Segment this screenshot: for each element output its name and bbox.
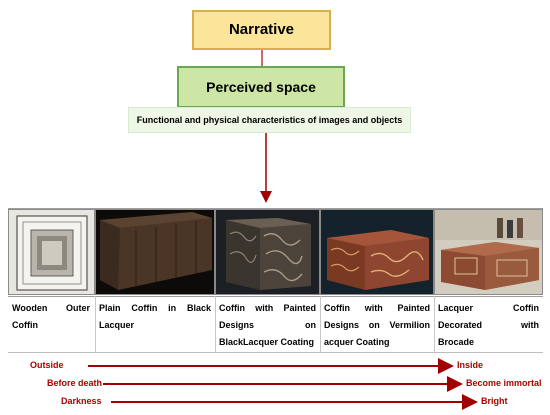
narrative-box: Narrative [192, 10, 331, 50]
axis-label-inside: Inside [457, 360, 484, 370]
functional-characteristics-box: Functional and physical characteristics … [128, 107, 411, 133]
table-top-border [8, 208, 543, 209]
coffin-label-vermilion: Coffin with Painted Designs on Vermilion… [324, 303, 430, 347]
axis-label-become-immortal: Become immortal [466, 378, 542, 388]
coffin-image-black-lacquer [215, 209, 320, 295]
column-divider [434, 296, 435, 352]
axis-label-darkness: Darkness [61, 396, 102, 406]
coffin-label-wooden-outer: Wooden Outer Coffin [12, 303, 90, 330]
coffin-label-black-lacquer: Coffin with Painted Designs on BlackLacq… [219, 303, 316, 347]
column-divider [215, 296, 216, 352]
coffin-image-plain-black [95, 209, 215, 295]
axis-label-before-death: Before death [47, 378, 103, 388]
table-mid-border [8, 296, 543, 297]
column-divider [320, 296, 321, 352]
coffin-label-brocade: Lacquer Coffin Decorated with Brocade [438, 303, 539, 347]
coffin-image-wooden-outer [8, 209, 95, 295]
axis-label-outside: Outside [30, 360, 64, 370]
perceived-space-box: Perceived space [177, 66, 345, 108]
axis-label-bright: Bright [481, 396, 508, 406]
table-bottom-border [8, 352, 543, 353]
coffin-image-vermilion [320, 209, 434, 295]
column-divider [95, 296, 96, 352]
coffin-image-brocade [434, 209, 543, 295]
coffin-label-plain-black: Plain Coffin in Black Lacquer [99, 303, 211, 330]
